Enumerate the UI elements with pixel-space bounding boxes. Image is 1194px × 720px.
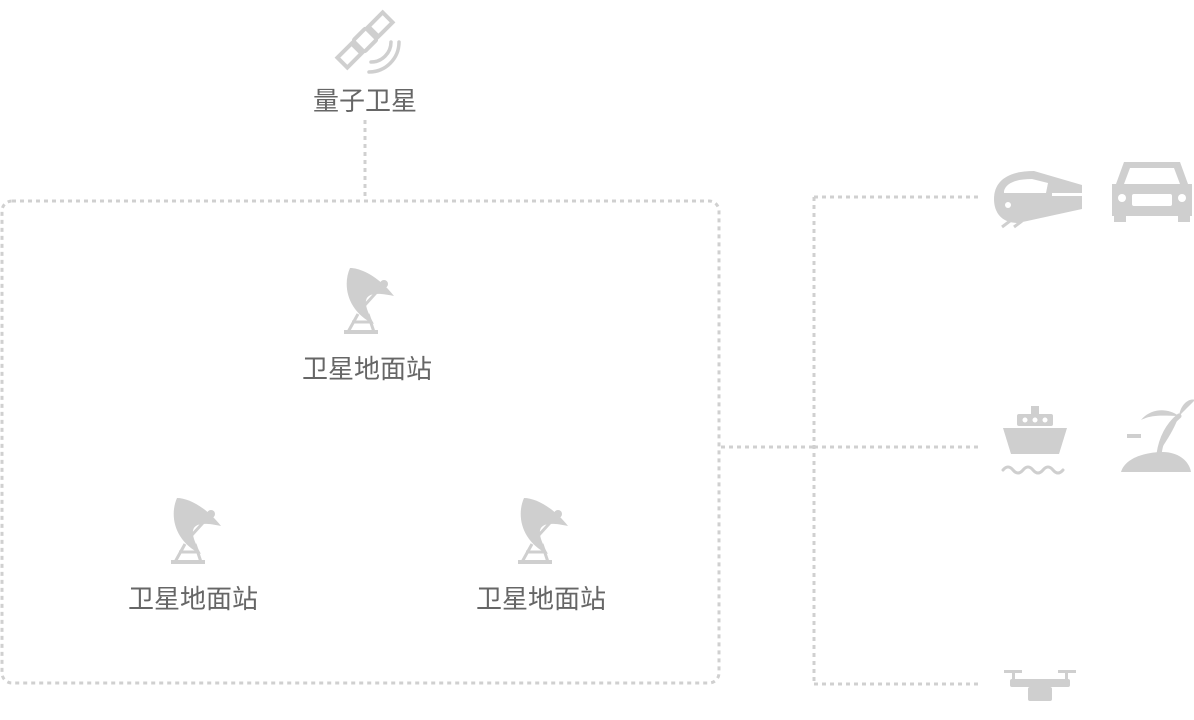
- satellite-node: 量子卫星: [313, 9, 417, 117]
- ground-station-label: 卫星地面站: [302, 355, 432, 385]
- ground-station-left: 卫星地面站: [128, 498, 258, 615]
- island-icon: [1121, 399, 1194, 472]
- ground-network-box: [0, 199, 721, 685]
- ground-station-label: 卫星地面站: [476, 585, 606, 615]
- ground-station-top: 卫星地面站: [302, 268, 432, 385]
- car-icon: [1112, 162, 1192, 222]
- ship-icon: [1001, 406, 1067, 475]
- drone-icon: [1004, 670, 1076, 701]
- satellite-icon: [334, 9, 401, 74]
- train-icon: [994, 171, 1082, 229]
- satellite-dish-icon: [171, 498, 221, 564]
- satellite-label: 量子卫星: [313, 87, 417, 117]
- satellite-dish-icon: [518, 498, 568, 564]
- connectors: [0, 120, 980, 686]
- ground-station-right: 卫星地面站: [476, 498, 606, 615]
- satellite-dish-icon: [344, 268, 394, 334]
- ground-station-label: 卫星地面站: [128, 585, 258, 615]
